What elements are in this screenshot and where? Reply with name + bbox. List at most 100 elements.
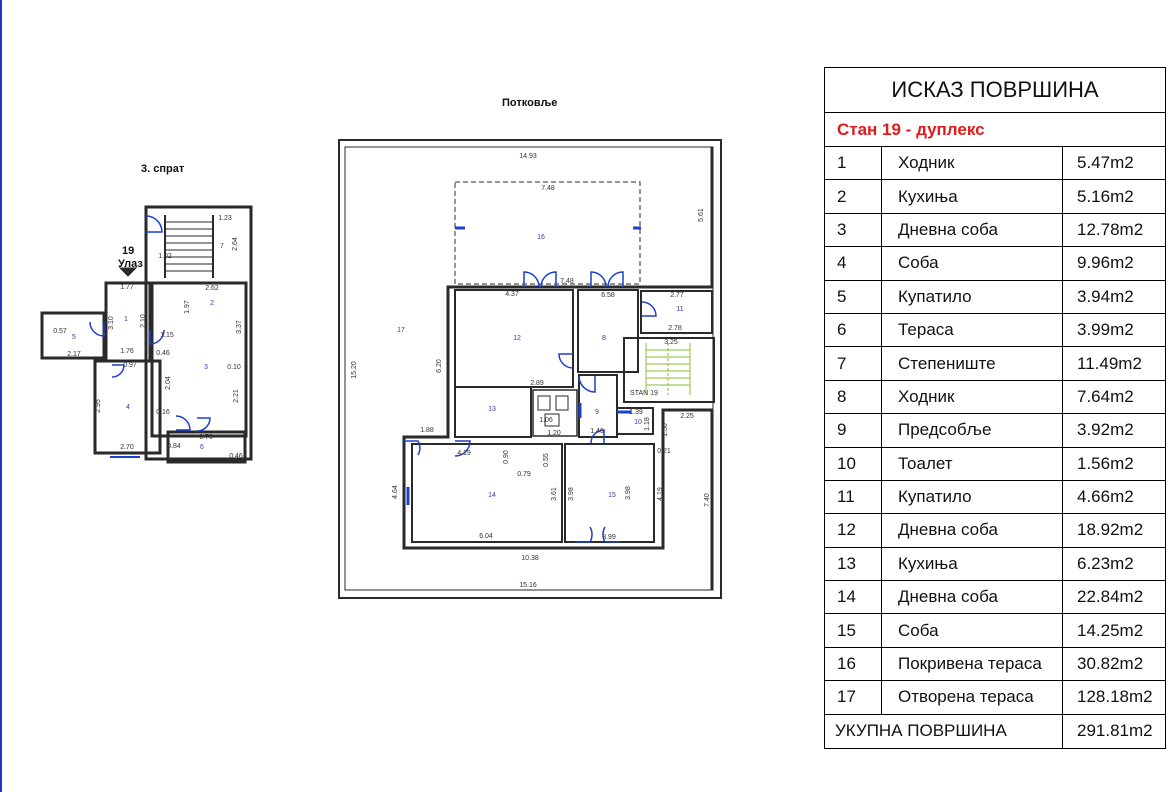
svg-text:0.55: 0.55 — [543, 453, 550, 467]
attic-outer-boundary — [338, 139, 722, 599]
svg-text:7.48: 7.48 — [541, 185, 555, 192]
svg-text:0.46: 0.46 — [229, 453, 243, 460]
svg-text:1.23: 1.23 — [218, 215, 232, 222]
svg-text:0.84: 0.84 — [167, 443, 181, 450]
attic-room-number: 16 — [537, 234, 545, 241]
svg-text:0.46: 0.46 — [156, 350, 170, 357]
svg-text:1.88: 1.88 — [420, 427, 434, 434]
row-number: 16 — [824, 646, 882, 682]
room-name: Степениште — [881, 346, 1063, 381]
attic-plan — [338, 139, 722, 599]
svg-text:0.97: 0.97 — [123, 362, 137, 369]
room-name: Кухиња — [881, 179, 1063, 214]
svg-text:2.89: 2.89 — [530, 380, 544, 387]
svg-text:1.20: 1.20 — [547, 430, 561, 437]
room-name: Тераса — [881, 312, 1063, 348]
attic-room-number: 12 — [513, 335, 521, 342]
floor3-room-number: 6 — [200, 444, 204, 451]
room-name: Соба — [881, 246, 1063, 281]
stair-walls — [623, 337, 715, 403]
room-name: Отворена тераса — [881, 680, 1063, 715]
room-area: 3.92m2 — [1062, 413, 1166, 448]
svg-text:1.02: 1.02 — [158, 253, 172, 260]
entrance-number: 19 — [122, 245, 135, 257]
row-number: 14 — [824, 580, 882, 615]
row-number: 3 — [824, 212, 882, 248]
svg-text:4.19: 4.19 — [457, 450, 471, 457]
attic-doors — [404, 226, 657, 543]
row-number: 15 — [824, 613, 882, 648]
attic-dimensions: 14.93 7.48 5.61 15.20 7.48 4.37 6.20 6.5… — [351, 153, 711, 589]
row-number: 4 — [824, 246, 882, 281]
apartment-row: Стан 19 - дуплекс — [824, 112, 1166, 147]
room13-walls — [454, 386, 532, 438]
room-name: Купатило — [881, 279, 1063, 314]
row-number: 8 — [824, 379, 882, 415]
attic-room-numbers: 8 9 10 11 12 13 14 15 16 17 — [397, 234, 684, 499]
room-area: 9.96m2 — [1062, 246, 1166, 281]
svg-text:3.61: 3.61 — [551, 487, 558, 501]
row-number: 12 — [824, 513, 882, 548]
floor-plans-drawing: 1 2 3 4 5 6 7 1.23 2.64 1.77 2.62 1.97 3… — [40, 139, 722, 599]
svg-text:15.16: 15.16 — [519, 582, 537, 589]
floor3-room-number: 5 — [72, 334, 76, 341]
row-number: 10 — [824, 446, 882, 481]
room-name: Купатило — [881, 479, 1063, 515]
svg-text:2.21: 2.21 — [233, 389, 240, 403]
row-number: 2 — [824, 179, 882, 214]
svg-text:2.04: 2.04 — [165, 376, 172, 390]
svg-text:1.77: 1.77 — [120, 284, 134, 291]
room-area: 4.66m2 — [1062, 479, 1166, 515]
svg-text:14.93: 14.93 — [519, 153, 537, 160]
room-name: Ходник — [881, 145, 1063, 181]
row-number: 13 — [824, 546, 882, 582]
floor3-room-number: 3 — [204, 364, 208, 371]
room10-walls — [616, 407, 654, 435]
svg-text:3.37: 3.37 — [236, 320, 243, 334]
svg-text:3.98: 3.98 — [568, 487, 575, 501]
stair-hatch — [645, 343, 691, 395]
floor3-room-numbers: 1 2 3 4 5 6 7 — [72, 243, 224, 451]
row-number: 7 — [824, 346, 882, 381]
room-area: 12.78m2 — [1062, 212, 1166, 248]
floor3-doors — [89, 215, 211, 458]
svg-text:1.39: 1.39 — [629, 409, 643, 416]
room-name: Соба — [881, 613, 1063, 648]
room-area: 128.18m2 — [1062, 680, 1166, 715]
row-number: 5 — [824, 279, 882, 314]
svg-text:0.16: 0.16 — [156, 409, 170, 416]
attic-room-number: 15 — [608, 492, 616, 499]
svg-text:0.76: 0.76 — [199, 434, 213, 441]
svg-text:2.17: 2.17 — [67, 351, 81, 358]
svg-text:4.19: 4.19 — [657, 487, 664, 501]
attic-plan-title: Потковље — [502, 97, 558, 109]
svg-text:0.79: 0.79 — [517, 471, 531, 478]
svg-text:7.40: 7.40 — [704, 493, 711, 507]
svg-text:0.57: 0.57 — [53, 328, 67, 335]
svg-text:0.10: 0.10 — [227, 364, 241, 371]
entrance-arrow-icon — [118, 267, 138, 277]
row-number: 1 — [824, 145, 882, 181]
floor3-plan-title: 3. спрат — [141, 163, 185, 175]
svg-text:1.18: 1.18 — [644, 417, 651, 431]
svg-text:2.70: 2.70 — [120, 444, 134, 451]
room-name: Дневна соба — [881, 513, 1063, 548]
attic-apartment-outline — [402, 147, 714, 590]
attic-room-number: 13 — [488, 406, 496, 413]
table-header: ИСКАЗ ПОВРШИНА — [824, 67, 1166, 113]
floor3-room-number: 1 — [124, 316, 128, 323]
room-area: 1.56m2 — [1062, 446, 1166, 481]
svg-text:7.48: 7.48 — [560, 278, 574, 285]
svg-text:2.10: 2.10 — [140, 314, 147, 328]
